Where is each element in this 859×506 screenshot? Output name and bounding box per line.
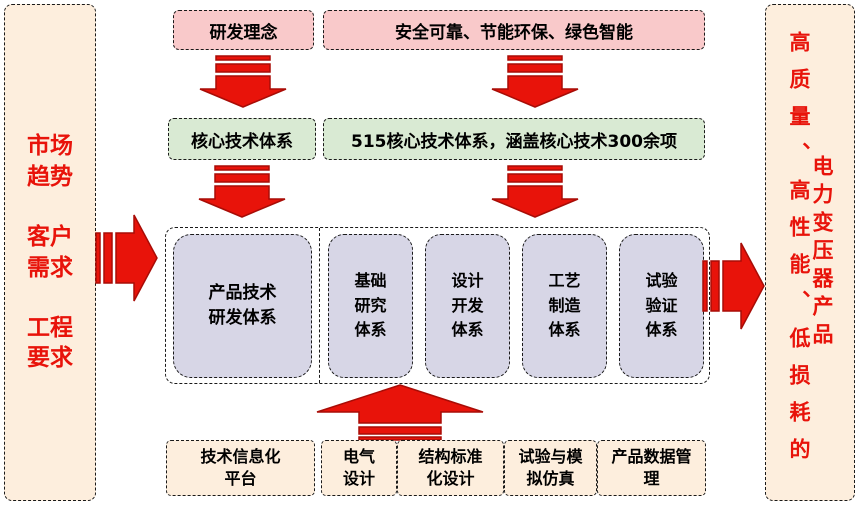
rd-system-container: 产品技术 研发体系 基础 研究 体系 设计 开发 体系 工艺 制造 体系 试验 … [165,227,710,384]
concept-down-arrow-right-icon [491,55,579,108]
rd-concept-label-box: 研发理念 [173,10,314,50]
output-quality-text: 高质量、高性能、低损耗的 [787,30,811,475]
demand-item-market: 市场 趋势 [27,133,73,190]
tech-down-arrow-right-icon [491,165,579,218]
input-right-arrow-icon [95,214,158,302]
demand-item-engineering: 工程 要求 [27,314,73,372]
market-demand-panel: 市场 趋势 客户 需求 工程 要求 [4,4,96,501]
container-divider [319,228,320,383]
pillar-test-verify-box: 试验 验证 体系 [619,234,704,378]
demand-item-customer: 客户 需求 [27,224,73,281]
core-tech-value-box: 515核心技术体系，涵盖核心技术300余项 [323,118,705,160]
tech-down-arrow-left-icon [198,165,286,218]
rd-concept-value-box: 安全可靠、节能环保、绿色智能 [323,10,705,50]
product-output-panel: 高质量、高性能、低损耗的 电力变压器产品 [765,4,855,501]
pillar-design-develop-box: 设计 开发 体系 [425,234,510,378]
module-electrical-design-box: 电气 设计 [321,440,397,496]
module-test-simulation-box: 试验与模 拟仿真 [504,440,597,496]
module-product-data-mgmt-box: 产品数据管 理 [597,440,706,496]
platform-up-arrow-icon [316,384,484,441]
concept-down-arrow-left-icon [199,55,287,108]
output-right-arrow-icon [702,242,765,330]
output-product-text: 电力变压器产品 [810,154,834,351]
pillar-process-manufacture-box: 工艺 制造 体系 [522,234,607,378]
tech-info-platform-box: 技术信息化 平台 [166,440,315,496]
product-rd-system-box: 产品技术 研发体系 [173,234,312,378]
module-structure-standard-box: 结构标准 化设计 [397,440,504,496]
core-tech-label-box: 核心技术体系 [168,118,316,160]
pillar-basic-research-box: 基础 研究 体系 [328,234,413,378]
